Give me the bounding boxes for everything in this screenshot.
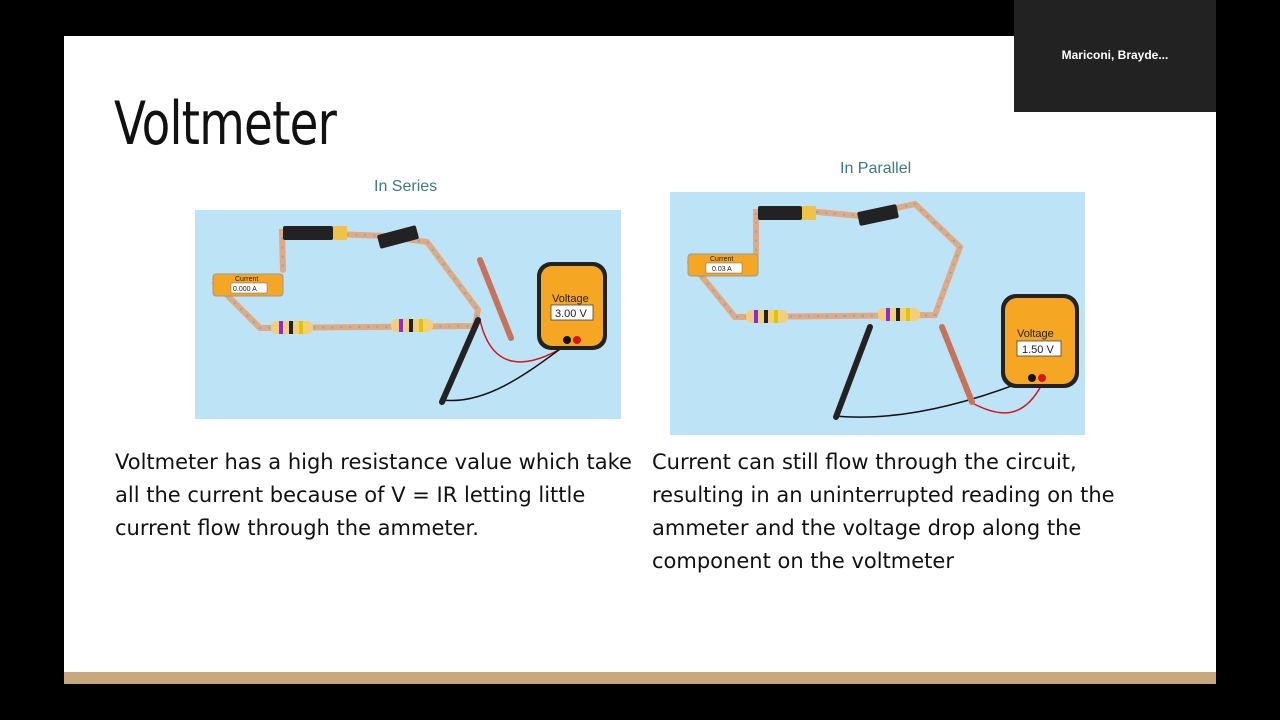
series-circuit-image: Current 0.000 A Voltage 3.00 V: [195, 210, 621, 419]
participant-name: Mariconi, Brayde...: [1061, 48, 1169, 62]
black-probe-wire: [441, 343, 568, 402]
voltmeter: Voltage 3.00 V: [537, 262, 607, 350]
red-probe: [939, 324, 975, 405]
battery: [377, 225, 419, 249]
slide-title: Voltmeter: [114, 89, 337, 159]
slide: Voltmeter In Series In Parallel: [64, 36, 1216, 684]
black-probe: [439, 317, 481, 405]
svg-text:0.03 A: 0.03 A: [712, 266, 732, 273]
parallel-explanation: Current can still flow through the circu…: [652, 450, 1115, 573]
svg-text:3.00 V: 3.00 V: [555, 308, 587, 320]
red-probe-wire: [969, 383, 1043, 414]
svg-text:0.000 A: 0.000 A: [233, 286, 257, 293]
battery: [758, 206, 802, 220]
svg-text:Voltage: Voltage: [552, 293, 589, 305]
slide-bottom-bar: [64, 672, 1216, 684]
parallel-circuit-image: Current 0.03 A Voltage 1.50 V: [670, 192, 1085, 435]
battery: [283, 226, 333, 240]
svg-text:Current: Current: [710, 256, 733, 263]
wire-electrons: [214, 230, 480, 330]
black-probe: [833, 324, 873, 420]
black-probe-wire: [834, 381, 1023, 418]
red-probe: [477, 257, 514, 341]
parallel-caption: In Parallel: [840, 160, 912, 177]
series-caption: In Series: [374, 178, 438, 195]
participant-video-tile[interactable]: Mariconi, Brayde...: [1014, 0, 1216, 112]
battery: [857, 204, 899, 226]
ammeter: Current 0.03 A: [687, 253, 759, 277]
wire-electrons: [689, 202, 962, 319]
svg-text:Current: Current: [235, 276, 258, 283]
svg-text:1.50 V: 1.50 V: [1022, 344, 1054, 356]
voltmeter: Voltage 1.50 V: [1001, 294, 1079, 388]
series-explanation: Voltmeter has a high resistance value wh…: [115, 450, 632, 540]
ammeter: Current 0.000 A: [212, 273, 284, 297]
svg-text:Voltage: Voltage: [1017, 328, 1054, 340]
